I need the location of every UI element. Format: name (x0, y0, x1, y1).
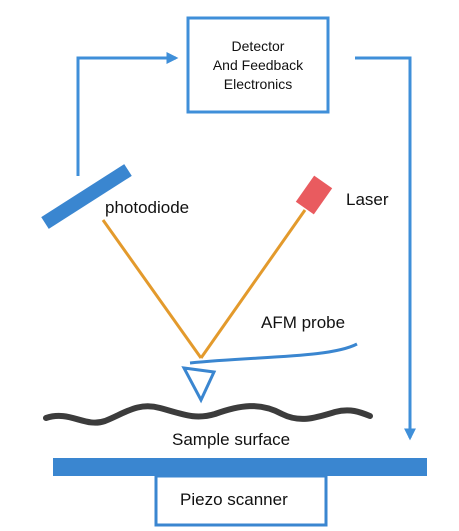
afm-cantilever (189, 342, 358, 365)
photodiode-label: photodiode (105, 198, 190, 217)
detector-label-line-1: Detector (231, 37, 285, 54)
detector-to-piezo-arrow (355, 56, 416, 441)
detector-label: Detector And Feedback Electronics (188, 20, 328, 110)
detector-feedback-box (186, 16, 330, 114)
afm-probe-tip (181, 366, 217, 404)
laser-icon (295, 175, 333, 215)
detector-label-line-2: And Feedback (212, 56, 304, 73)
sample-surface-label: Sample surface (172, 430, 291, 449)
afm-probe-label: AFM probe (261, 313, 346, 332)
piezo-stage-plate (53, 458, 427, 476)
piezo-scanner-box (154, 474, 328, 527)
laser-beam-incident (199, 209, 307, 359)
laser-label: Laser (346, 190, 389, 209)
photodiode-icon (41, 164, 132, 229)
photodiode-to-detector-arrow (76, 52, 179, 176)
detector-label-line-3: Electronics (223, 75, 293, 92)
laser-beam-reflected (101, 219, 203, 359)
piezo-scanner-label: Piezo scanner (180, 490, 288, 509)
sample-surface-line (43, 403, 373, 426)
